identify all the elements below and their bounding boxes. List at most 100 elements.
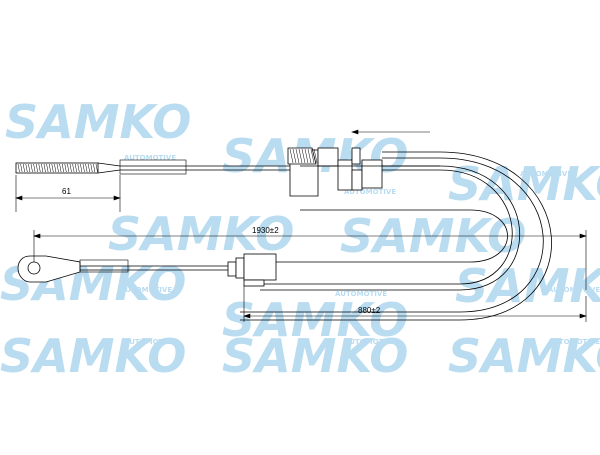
dim-880-arrow-left bbox=[243, 313, 251, 319]
thread-line bbox=[54, 163, 57, 173]
dim-1930-label: 1930±2 bbox=[252, 226, 279, 235]
thread-line bbox=[64, 163, 67, 173]
drawing-layer bbox=[15, 129, 587, 322]
watermark-brand: SAMKO bbox=[448, 329, 600, 383]
watermark-tagline: AUTOMOTIVE bbox=[520, 170, 572, 178]
watermark-tagline: AUTOMOTIVE bbox=[548, 338, 600, 346]
watermark-tagline: AUTOMOTIVE bbox=[548, 286, 600, 294]
eye-collar bbox=[79, 259, 129, 273]
sheath-outer2 bbox=[240, 157, 544, 313]
thread-line bbox=[51, 163, 54, 173]
thread-line bbox=[30, 163, 33, 173]
watermark-tagline: AUTOMOTIVE bbox=[344, 338, 396, 346]
thread-line bbox=[28, 163, 31, 173]
watermark-layer: SAMKO SAMKO SAMKO AUTOMOTIVE AUTOMOTIVE … bbox=[0, 95, 600, 383]
dim-1930-arrow-right bbox=[579, 233, 587, 239]
adjuster-sleeve bbox=[361, 159, 383, 189]
thread-line bbox=[59, 163, 62, 173]
watermark-brand: SAMKO bbox=[5, 95, 191, 149]
thread-line bbox=[48, 163, 51, 173]
dim-61-arrow-left bbox=[15, 195, 23, 201]
watermark-tagline: AUTOMOTIVE bbox=[124, 154, 176, 162]
watermark-brand: SAMKO bbox=[108, 207, 294, 261]
thread-line bbox=[35, 163, 38, 173]
thread-line bbox=[56, 163, 59, 173]
thread-line bbox=[87, 163, 90, 173]
watermark-brand: SAMKO bbox=[0, 329, 186, 383]
dim-880-label: 880±2 bbox=[358, 306, 381, 315]
watermark-middle: SAMKO SAMKO SAMKO SAMKO SAMKO AUTOMOTIVE… bbox=[0, 207, 600, 347]
dim-1930-arrow-left bbox=[33, 233, 41, 239]
adjuster-nut-small bbox=[351, 147, 361, 165]
thread-line bbox=[69, 163, 72, 173]
thread-line bbox=[25, 163, 28, 173]
eye-end-fitting bbox=[17, 255, 129, 283]
rod-collar bbox=[119, 159, 187, 175]
hatch-line bbox=[292, 148, 297, 164]
dimension-labels: 61 1930±2 880±2 bbox=[62, 187, 381, 315]
dim-61-arrow-right bbox=[113, 195, 121, 201]
hatch-line bbox=[313, 148, 318, 164]
hatch-line bbox=[301, 148, 306, 164]
watermark-tagline: AUTOMOTIVE bbox=[124, 338, 176, 346]
hatch-line bbox=[307, 148, 312, 164]
thread-line bbox=[38, 163, 41, 173]
thread-line bbox=[67, 163, 70, 173]
thread-line bbox=[74, 163, 77, 173]
eye-hole bbox=[27, 261, 41, 275]
lower-nut-2 bbox=[235, 257, 245, 279]
dim-880-arrow-right bbox=[579, 313, 587, 319]
watermark-brand: SAMKO bbox=[455, 259, 600, 313]
watermark-tagline: AUTOMOTIVE bbox=[120, 286, 172, 294]
cable-bottom-run bbox=[80, 265, 240, 271]
watermark-brand: SAMKO bbox=[222, 329, 408, 383]
cable-top-run bbox=[120, 165, 290, 171]
thread-line bbox=[72, 163, 75, 173]
thread-line bbox=[90, 163, 93, 173]
adjuster-cap-hatched bbox=[287, 147, 317, 165]
watermark-tagline: AUTOMOTIVE bbox=[335, 290, 387, 298]
threaded-rod bbox=[15, 162, 99, 174]
adjuster-washer bbox=[351, 169, 363, 191]
adjuster-hex bbox=[317, 147, 339, 167]
thread-line bbox=[33, 163, 36, 173]
thread-line bbox=[22, 163, 25, 173]
thread-line bbox=[77, 163, 80, 173]
dimension-lines bbox=[15, 129, 587, 322]
thread-line bbox=[41, 163, 44, 173]
adjuster-hatching bbox=[289, 148, 318, 164]
sheath-inner2 bbox=[260, 169, 513, 285]
hatch-line bbox=[298, 148, 303, 164]
adjuster-nut bbox=[337, 159, 353, 191]
thread-line bbox=[43, 163, 46, 173]
thread-line bbox=[46, 163, 49, 173]
thread-line bbox=[61, 163, 64, 173]
thread-line bbox=[20, 163, 23, 173]
thread-line bbox=[93, 163, 96, 173]
threaded-end-fitting bbox=[15, 159, 187, 175]
dim-top-arrow bbox=[351, 129, 359, 135]
thread-line bbox=[80, 163, 83, 173]
hatch-line bbox=[295, 148, 300, 164]
thread-line bbox=[95, 163, 98, 173]
lower-adjuster bbox=[227, 253, 277, 287]
lower-body bbox=[243, 253, 277, 281]
thread-line bbox=[82, 163, 85, 173]
thread-hatching bbox=[17, 163, 98, 173]
hatch-line bbox=[289, 148, 294, 164]
lower-nut-1 bbox=[227, 261, 237, 277]
rod-taper bbox=[97, 162, 121, 174]
hatch-line bbox=[304, 148, 309, 164]
thread-line bbox=[85, 163, 88, 173]
dim-61-label: 61 bbox=[62, 187, 71, 196]
watermark-bottom: SAMKO SAMKO SAMKO AUTOMOTIVE AUTOMOTIVE … bbox=[0, 329, 600, 383]
lower-sleeve bbox=[243, 279, 265, 287]
sheath-inner bbox=[260, 165, 520, 291]
watermark-tagline: AUTOMOTIVE bbox=[344, 188, 396, 196]
upper-adjuster bbox=[287, 147, 383, 197]
watermark-brand: SAMKO bbox=[448, 157, 600, 211]
thread-line bbox=[17, 163, 20, 173]
hatch-line bbox=[310, 148, 315, 164]
